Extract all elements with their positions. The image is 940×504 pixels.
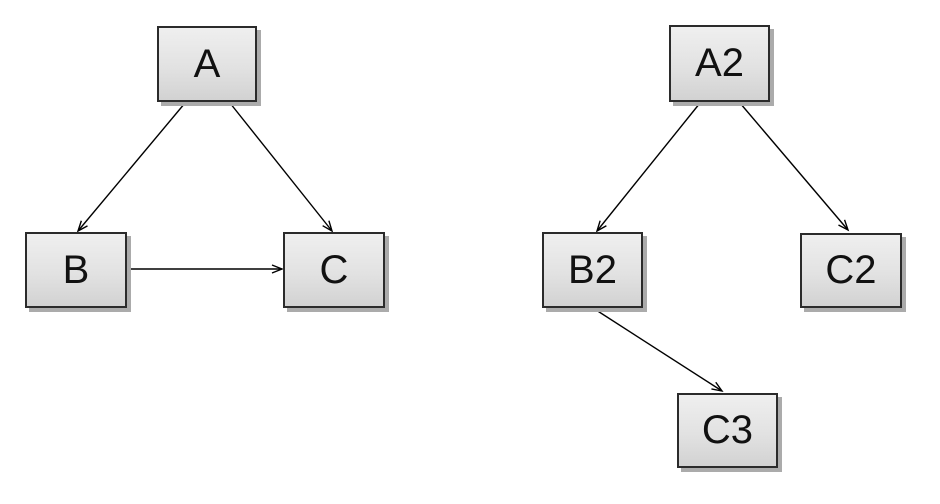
edge-A2-B2: [595, 102, 701, 233]
node-A2[interactable]: A2: [669, 25, 770, 102]
edge-B2-C3: [592, 307, 724, 393]
edge-A-B: [76, 102, 186, 233]
node-C3[interactable]: C3: [677, 393, 778, 468]
node-C2[interactable]: C2: [800, 233, 902, 308]
node-A[interactable]: A: [157, 26, 257, 102]
node-B[interactable]: B: [25, 232, 127, 308]
node-B2[interactable]: B2: [542, 232, 643, 308]
edge-A-C: [229, 102, 334, 233]
edge-A2-C2: [739, 102, 850, 232]
node-C[interactable]: C: [283, 232, 385, 308]
